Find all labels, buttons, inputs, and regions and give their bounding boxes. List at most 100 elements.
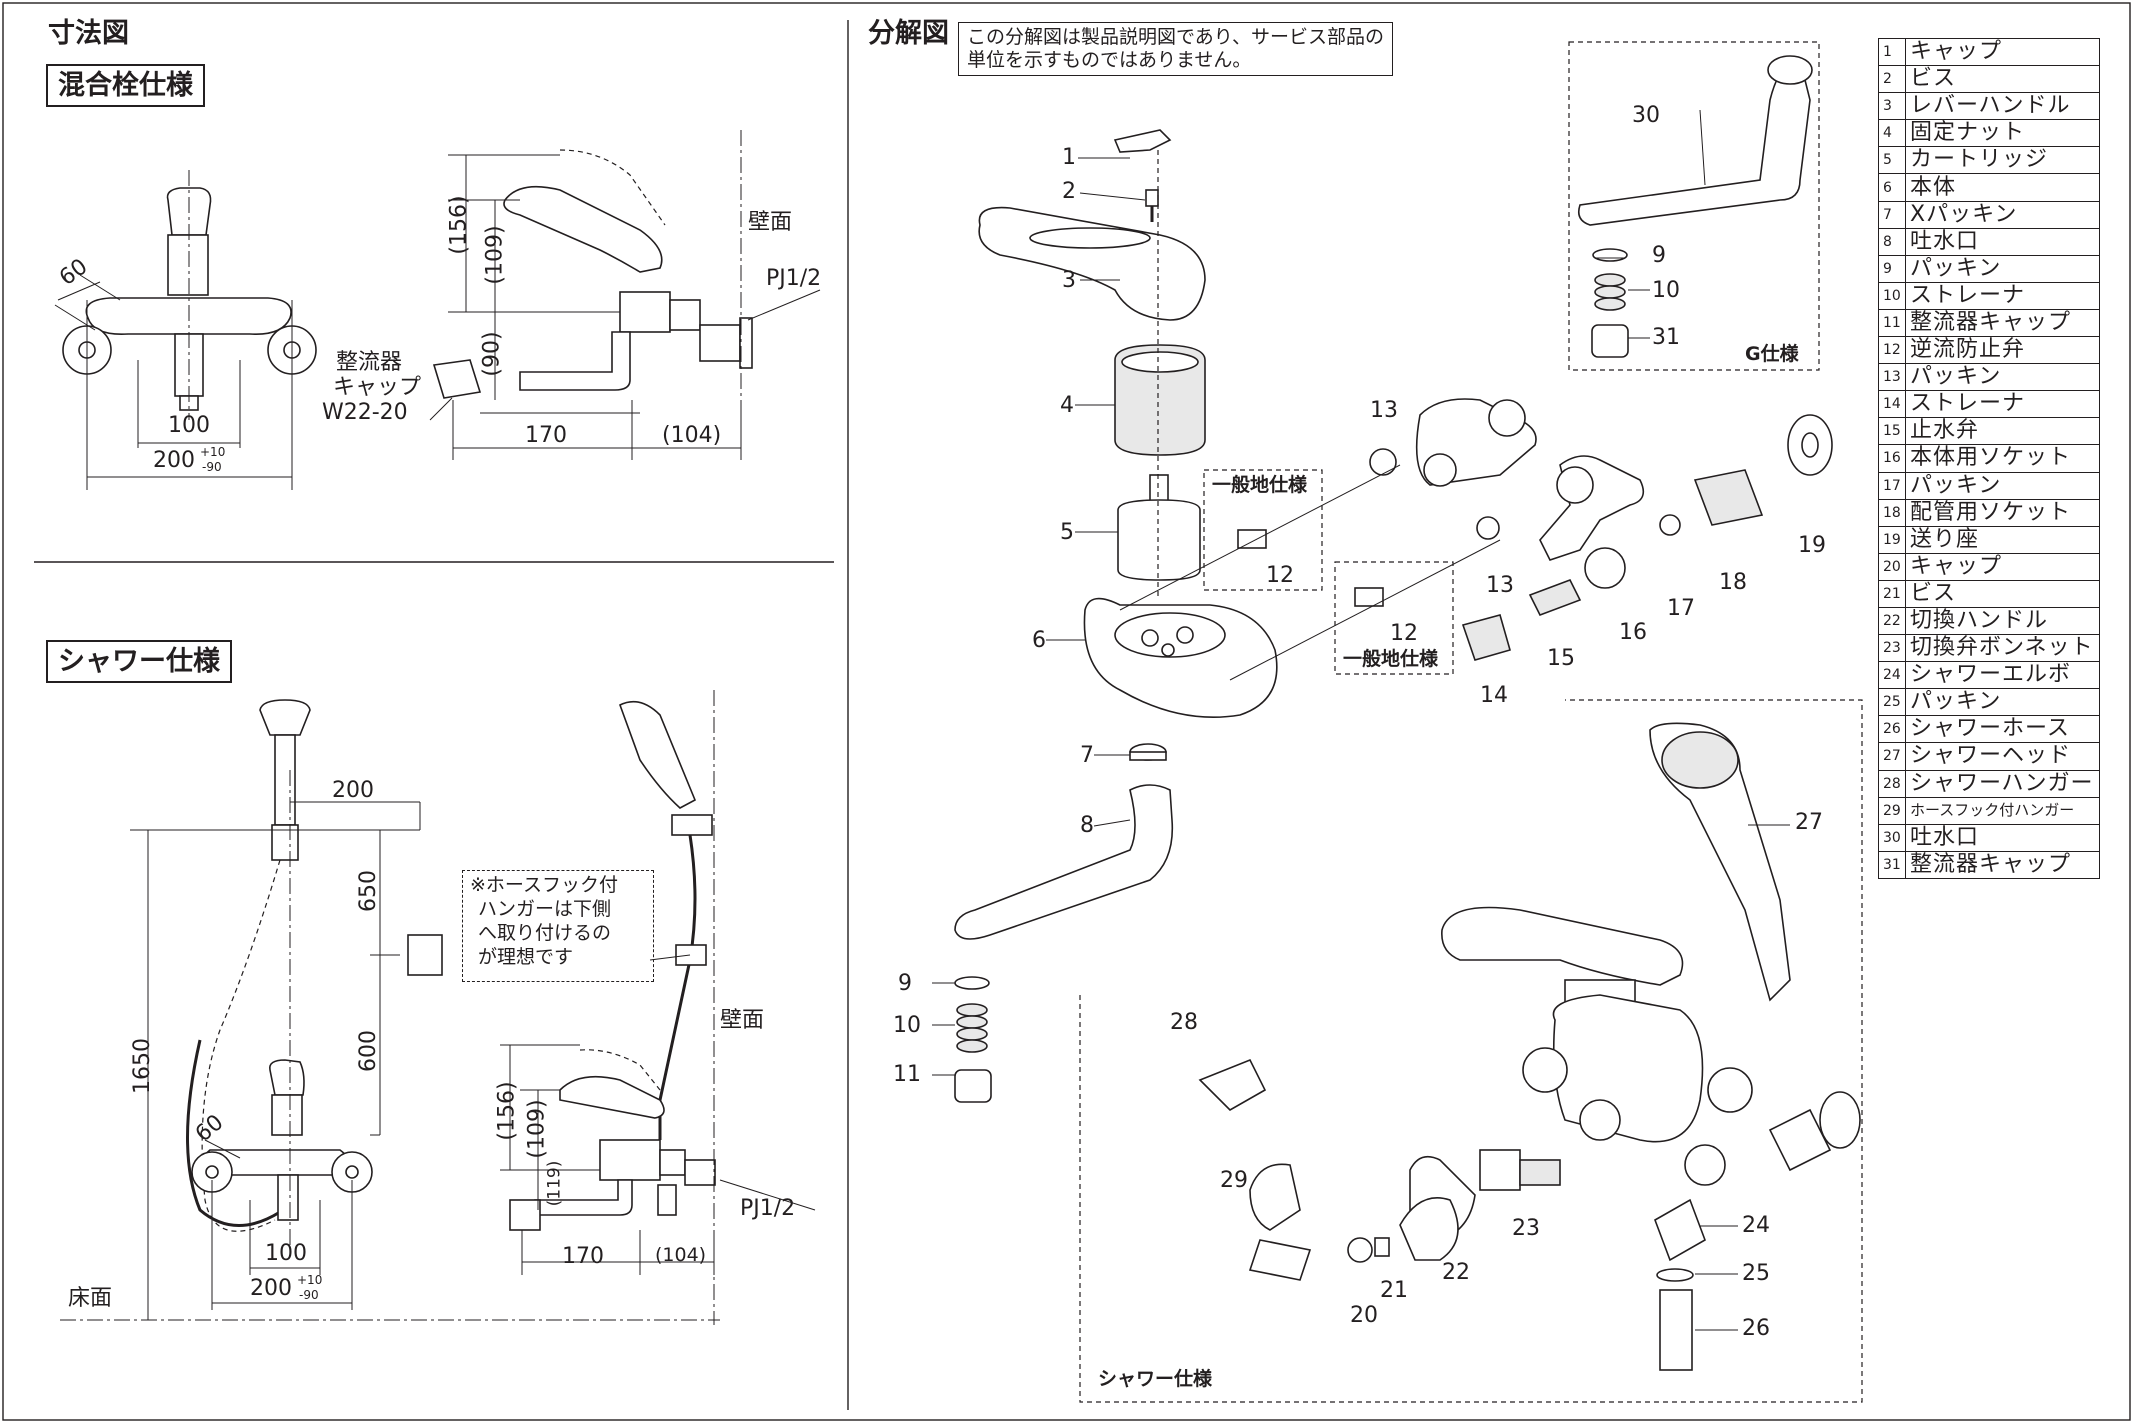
dim-1650: 1650: [130, 1038, 155, 1094]
aerator-label-1: 整流器: [336, 350, 403, 375]
part-number: 17: [1878, 471, 1906, 500]
part-number: 22: [1878, 606, 1906, 636]
mixer-spec-title: 混合栓仕様: [46, 64, 205, 107]
callout-14: 14: [1480, 683, 1508, 708]
part-number: 13: [1878, 363, 1906, 392]
part-number: 23: [1878, 634, 1906, 663]
callout-21: 21: [1380, 1278, 1408, 1303]
callout-13a: 13: [1370, 398, 1398, 423]
dim-650: 650: [356, 870, 381, 912]
exploded-note-line-1: この分解図は製品説明図であり、サービス部品の: [967, 26, 1385, 48]
part-name: カートリッジ: [1905, 146, 2100, 175]
dim-156: (156): [446, 195, 472, 255]
callout-24: 24: [1742, 1213, 1770, 1238]
part-name: 配管用ソケット: [1905, 498, 2100, 527]
part-name: パッキン: [1905, 471, 2100, 500]
part-name: 切換ハンドル: [1905, 606, 2100, 636]
part-name: ストレーナ: [1905, 281, 2100, 310]
shower-spec-box: [1079, 699, 1863, 1403]
dimension-heading: 寸法図: [48, 18, 129, 49]
part-number: 26: [1878, 715, 1906, 744]
part-name: 吐水口: [1905, 227, 2100, 256]
hanger-note-3: へ取り付けるの: [478, 922, 612, 944]
part-number: 30: [1878, 823, 1906, 852]
callout-15: 15: [1547, 646, 1575, 671]
part-number: 9: [1878, 254, 1906, 283]
hanger-note-4: が理想です: [478, 946, 574, 968]
part-number: 27: [1878, 742, 1906, 771]
exploded-note-line-2: 単位を示すものではありません。: [967, 49, 1252, 71]
callout-3: 3: [1062, 268, 1076, 293]
dim-119-shower: (119): [544, 1160, 565, 1207]
aerator-label-3: W22-20: [322, 400, 408, 425]
part-number: 6: [1878, 173, 1906, 202]
callout-23: 23: [1512, 1216, 1540, 1241]
tol-minus-shower: -90: [299, 1288, 319, 1302]
part-number: 10: [1878, 281, 1906, 310]
exploded-view: [954, 55, 1861, 1371]
part-number: 14: [1878, 390, 1906, 419]
part-number: 12: [1878, 336, 1906, 365]
callout-7: 7: [1080, 743, 1094, 768]
shower-spec-title: シャワー仕様: [46, 640, 232, 683]
part-number: 5: [1878, 146, 1906, 175]
callout-30: 30: [1632, 103, 1660, 128]
part-name: ホースフック付ハンガー: [1905, 796, 2100, 825]
callout-19: 19: [1798, 533, 1826, 558]
callout-28: 28: [1170, 1010, 1198, 1035]
part-name: 切換弁ボンネット: [1905, 634, 2100, 663]
part-name: 止水弁: [1905, 417, 2100, 446]
callout-1: 1: [1062, 145, 1076, 170]
dim-600: 600: [356, 1030, 381, 1072]
callout-6: 6: [1032, 628, 1046, 653]
callout-27: 27: [1795, 810, 1823, 835]
mixer-front-view: [54, 170, 317, 490]
part-name: ビス: [1905, 65, 2100, 94]
part-number: 1: [1878, 37, 1906, 67]
callout-10: 10: [893, 1013, 921, 1038]
part-number: 2: [1878, 65, 1906, 94]
part-name: パッキン: [1905, 688, 2100, 717]
part-name: シャワーエルボ: [1905, 661, 2100, 690]
part-name: ビス: [1905, 579, 2100, 608]
tol-minus: -90: [202, 460, 222, 474]
part-name: 整流器キャップ: [1905, 308, 2100, 338]
dim-170-shower: 170: [562, 1244, 604, 1269]
callout-20: 20: [1350, 1303, 1378, 1328]
dim-200-top: 200: [332, 778, 374, 803]
part-number: 31: [1878, 850, 1906, 879]
callout-2: 2: [1062, 179, 1076, 204]
g-spec-label: G仕様: [1745, 343, 1799, 365]
callout-4: 4: [1060, 393, 1074, 418]
dim-104-shower: (104): [655, 1244, 707, 1266]
dim-90: (90): [479, 331, 505, 377]
part-number: 7: [1878, 200, 1906, 229]
part-name: キャップ: [1905, 552, 2100, 581]
exploded-note: この分解図は製品説明図であり、サービス部品の 単位を示すものではありません。: [958, 22, 1394, 76]
floor-label: 床面: [68, 1286, 113, 1311]
part-number: 16: [1878, 444, 1906, 473]
dim-100-shower: 100: [265, 1241, 307, 1266]
part-name: パッキン: [1905, 254, 2100, 283]
wall-label: 壁面: [748, 210, 793, 235]
part-name: キャップ: [1905, 37, 2100, 67]
part-number: 3: [1878, 92, 1906, 121]
general-spec-box-1: [1203, 469, 1323, 591]
part-name: ストレーナ: [1905, 390, 2100, 419]
